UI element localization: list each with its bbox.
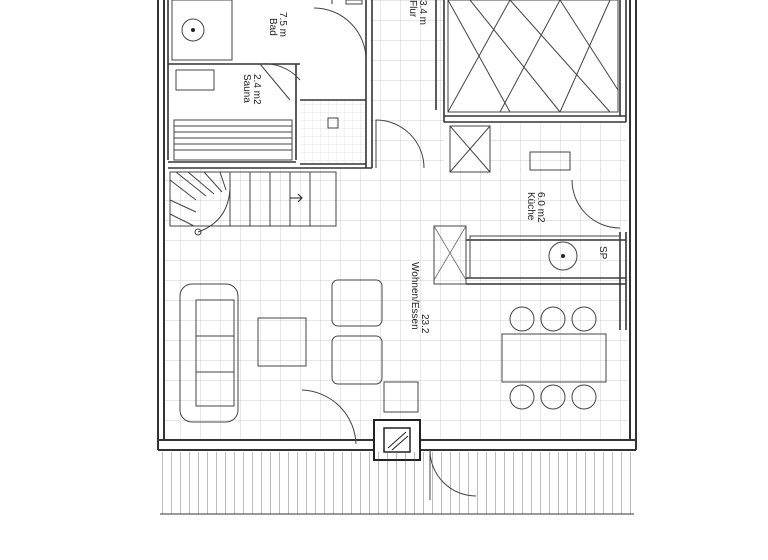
roof-hatch <box>447 0 619 113</box>
room-area-sauna: 2.4 m2 <box>251 74 262 105</box>
stove-base <box>383 381 419 413</box>
armchairs <box>331 279 383 385</box>
bath-shower <box>171 0 233 61</box>
terrace-decking <box>160 452 634 514</box>
room-label-flur: Flur <box>407 0 418 18</box>
dining-table <box>501 333 607 383</box>
dining-chairs <box>509 306 597 410</box>
toilet-icon <box>181 18 205 42</box>
sauna-door-swing <box>259 63 301 101</box>
sink-icon <box>548 241 578 271</box>
room-label-bad: Bad <box>267 18 278 36</box>
kitchen-floor <box>490 122 626 172</box>
room-label-kueche: Küche <box>525 192 536 221</box>
sofa <box>179 283 239 423</box>
sauna-benches <box>173 69 293 161</box>
fridge-column <box>433 225 467 285</box>
coffee-table <box>257 317 307 367</box>
stair-arrow-icon <box>290 193 303 203</box>
patio-door-left <box>301 389 357 445</box>
kitchen-door-swing <box>571 179 621 229</box>
bath-floor <box>300 100 366 164</box>
staircase <box>169 171 337 236</box>
door-swing-icon <box>375 119 425 169</box>
room-area-bad: 7.5 m <box>277 12 288 37</box>
room-area-flur: 3.4 m <box>417 0 428 25</box>
bath-door-swing <box>313 7 367 61</box>
tiled-floor <box>164 168 628 440</box>
room-label-wohnen: Wohnen/Essen <box>409 262 420 330</box>
basin <box>327 117 339 129</box>
room-area-kueche: 6.0 m2 <box>535 192 546 223</box>
kitchen-counter <box>449 125 621 279</box>
upper-tiled-floor <box>370 0 444 168</box>
room-label-sp: SP <box>597 246 608 260</box>
interior-walls <box>167 0 627 330</box>
room-area-wohnen: 23.2 <box>419 314 430 334</box>
room-label-sauna: Sauna <box>241 74 252 103</box>
